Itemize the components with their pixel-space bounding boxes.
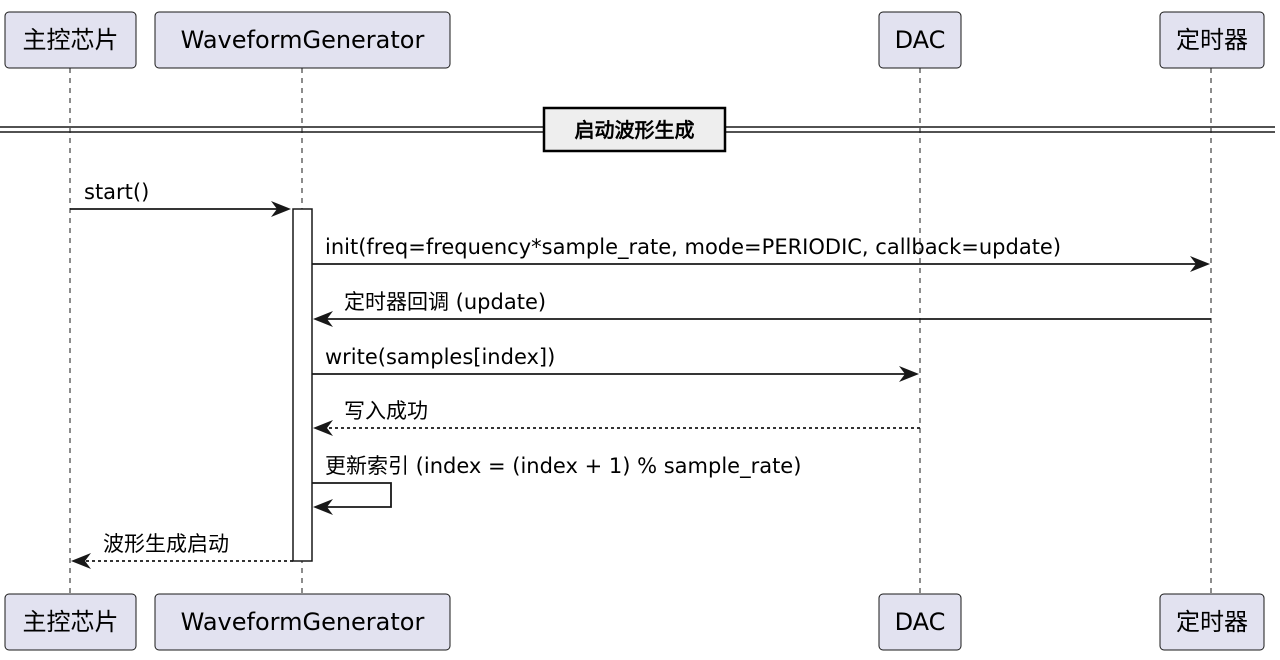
participant-label: WaveformGenerator: [181, 608, 425, 636]
participant-label: 定时器: [1176, 26, 1248, 54]
participant-timer-top: 定时器: [1159, 11, 1265, 69]
message-label: 更新索引 (index = (index + 1) % sample_rate): [325, 454, 801, 479]
message-update-index: 更新索引 (index = (index + 1) % sample_rate): [312, 454, 801, 515]
participant-main-top: 主控芯片: [4, 11, 137, 69]
participant-main-bottom: 主控芯片: [4, 593, 137, 651]
message-start: start(): [70, 180, 291, 217]
participant-label: 主控芯片: [23, 26, 119, 54]
participant-label: 主控芯片: [23, 608, 119, 636]
participant-dac-top: DAC: [878, 11, 962, 69]
participant-wg-bottom: WaveformGenerator: [154, 593, 451, 651]
message-label: init(freq=frequency*sample_rate, mode=PE…: [325, 235, 1061, 260]
participant-label: DAC: [895, 608, 946, 636]
message-write-success: 写入成功: [313, 399, 920, 436]
message-timer-callback: 定时器回调 (update): [313, 290, 1211, 327]
participant-label: WaveformGenerator: [181, 26, 425, 54]
participant-label: 定时器: [1176, 608, 1248, 636]
message-label: 写入成功: [344, 399, 428, 423]
participant-label: DAC: [895, 26, 946, 54]
message-label: 波形生成启动: [103, 532, 229, 556]
participant-dac-bottom: DAC: [878, 593, 962, 651]
message-label: write(samples[index]): [325, 345, 555, 369]
divider-label: 启动波形生成: [575, 118, 695, 142]
message-init: init(freq=frequency*sample_rate, mode=PE…: [312, 235, 1210, 272]
message-label: start(): [84, 180, 149, 204]
participant-timer-bottom: 定时器: [1159, 593, 1265, 651]
section-divider: 启动波形生成: [0, 106, 1275, 153]
message-waveform-started: 波形生成启动: [71, 532, 293, 569]
message-write: write(samples[index]): [312, 345, 919, 382]
activation-bar: [292, 208, 313, 562]
participant-wg-top: WaveformGenerator: [154, 11, 451, 69]
message-label: 定时器回调 (update): [344, 290, 546, 314]
